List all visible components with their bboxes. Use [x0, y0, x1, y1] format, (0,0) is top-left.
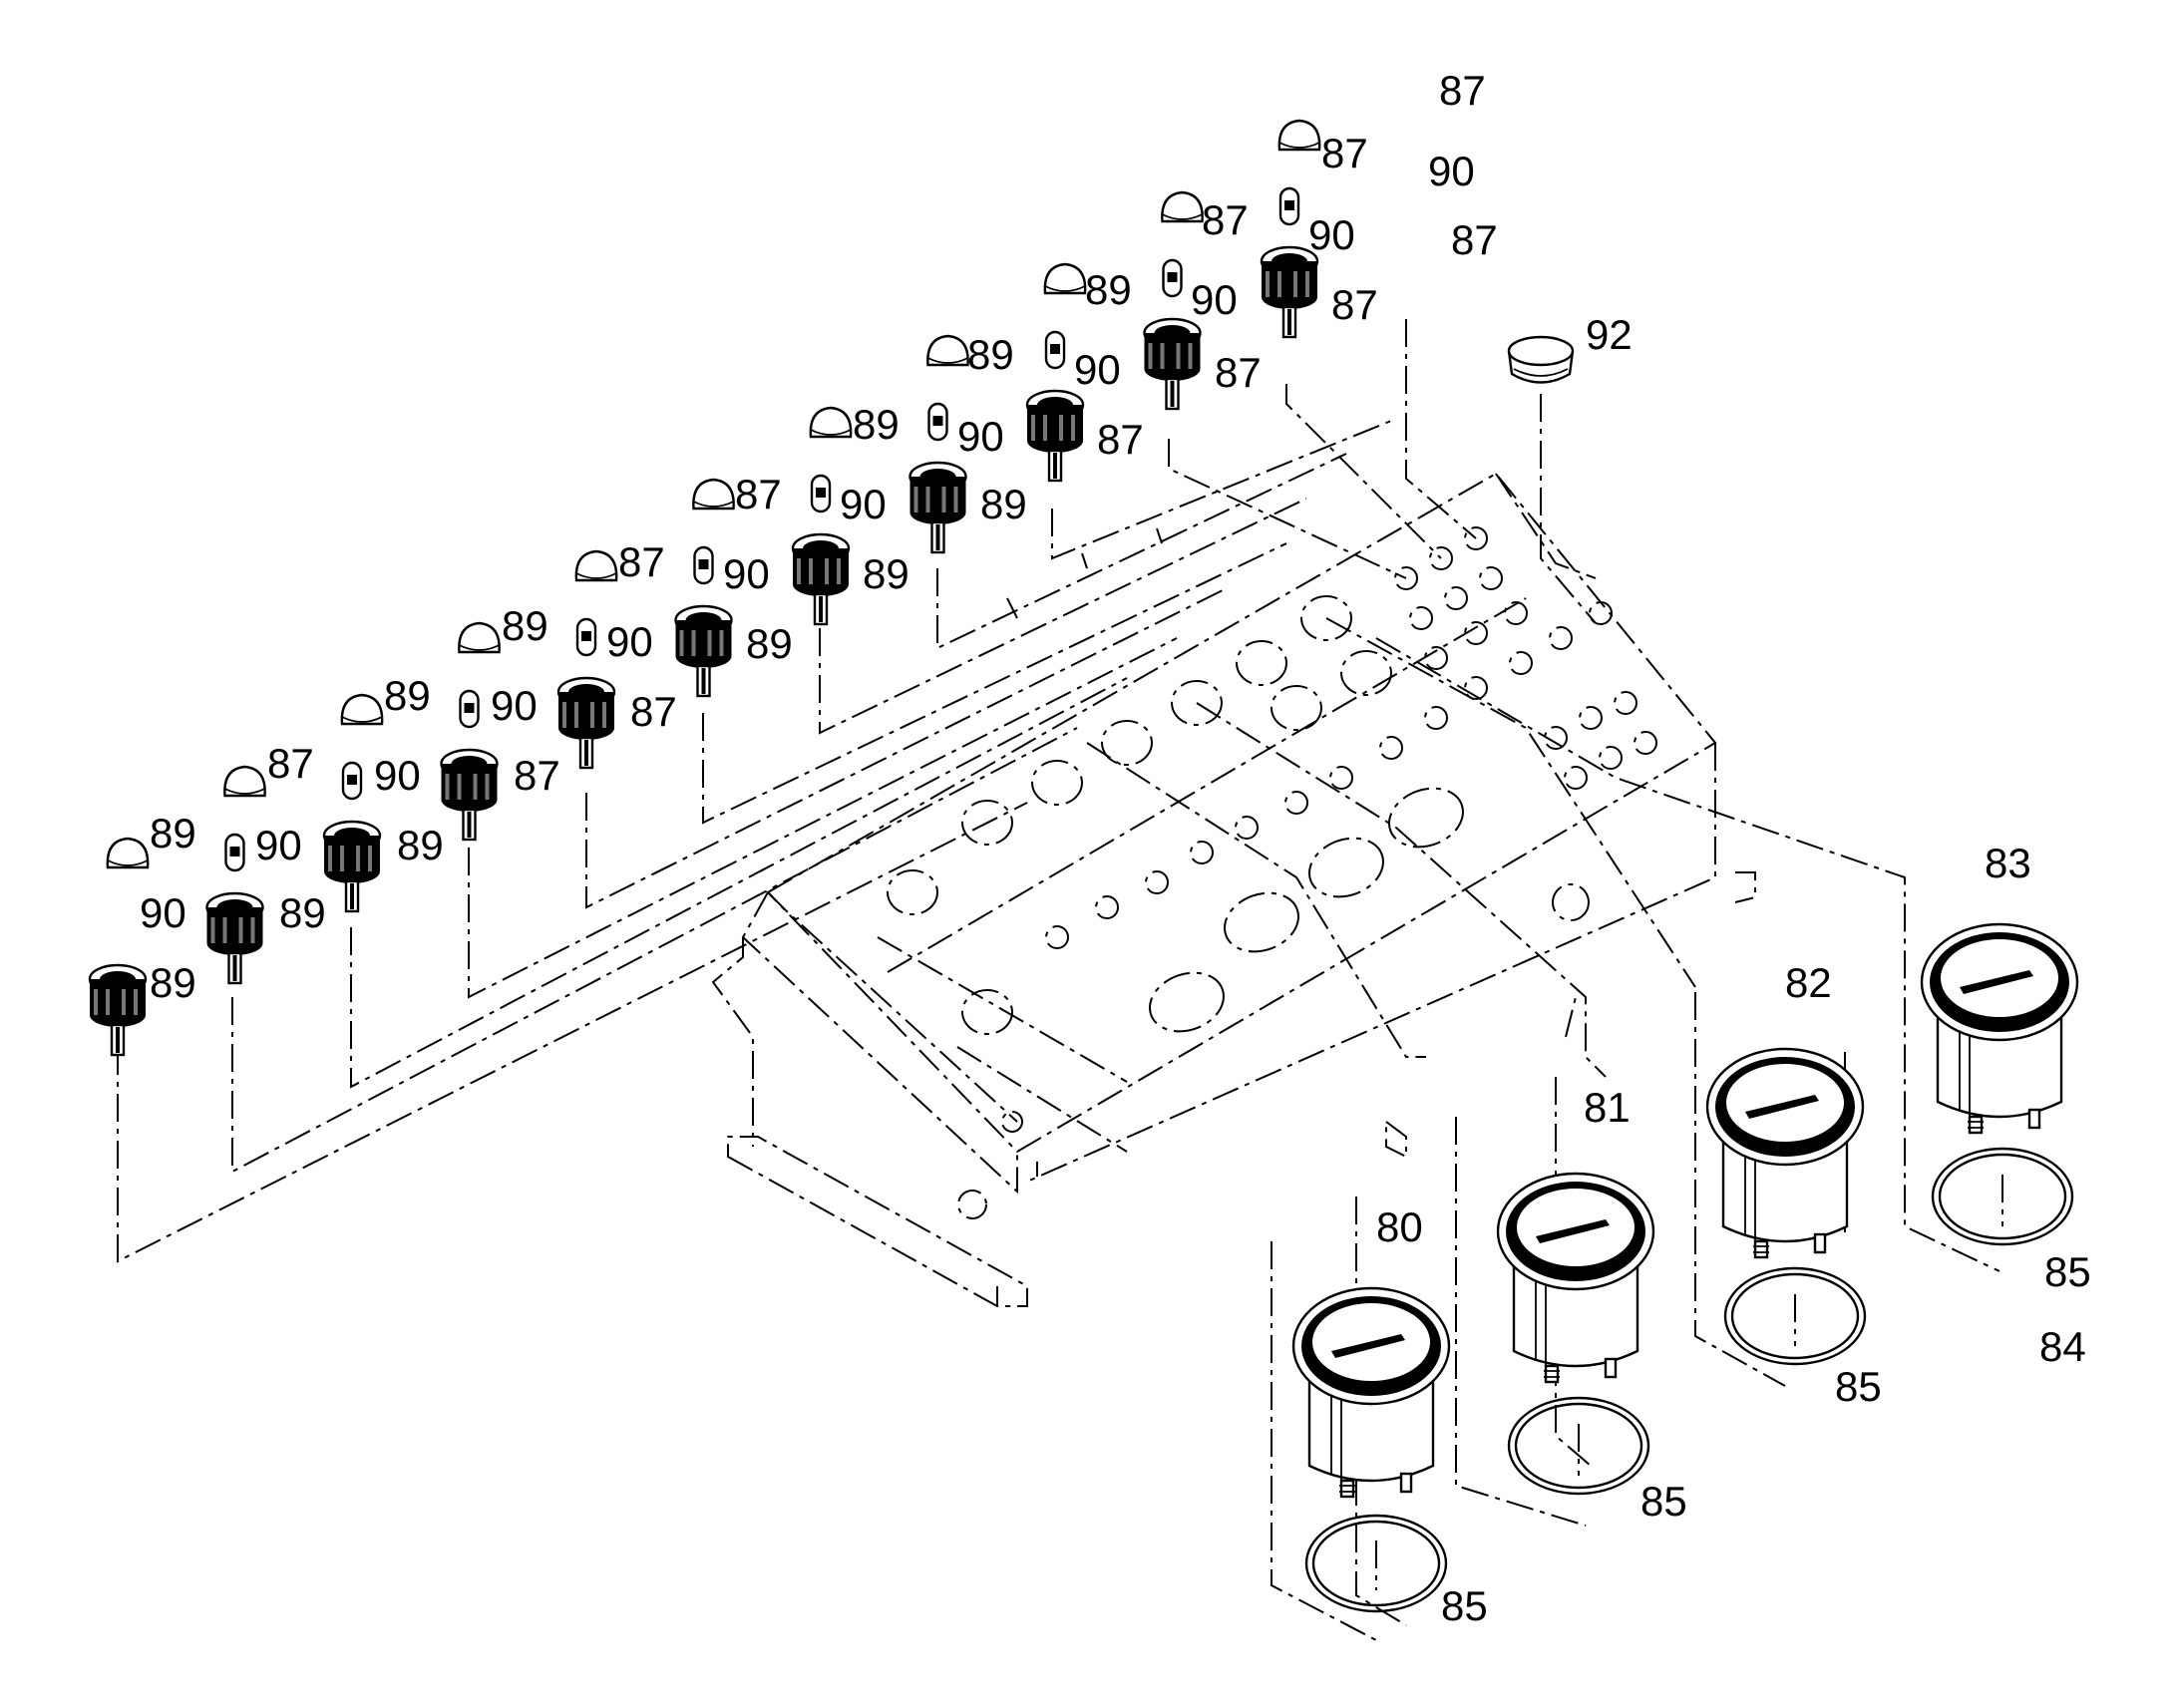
- bulb: [1278, 186, 1300, 226]
- callout-81: 81: [1584, 1084, 1631, 1131]
- socket: [674, 604, 733, 698]
- bulb: [224, 833, 245, 872]
- socket: [908, 461, 967, 554]
- callout-89: 89: [279, 889, 326, 936]
- indicator-sockets: [88, 245, 1319, 1057]
- socket: [440, 748, 499, 842]
- callout-89: 89: [746, 620, 793, 667]
- callout-90: 90: [1428, 148, 1475, 194]
- callout-80: 80: [1376, 1203, 1423, 1250]
- callout-84: 84: [2039, 1323, 2086, 1370]
- callout-90: 90: [1074, 346, 1121, 393]
- callout-82: 82: [1785, 959, 1832, 1006]
- bulb: [1044, 330, 1066, 370]
- bulb: [693, 545, 714, 585]
- panel-housing: [711, 472, 1756, 1307]
- callout-90: 90: [140, 889, 186, 936]
- gauge: [1496, 1172, 1655, 1384]
- callout-85: 85: [1441, 1582, 1488, 1629]
- callout-85: 85: [2044, 1248, 2091, 1295]
- cap: [223, 765, 266, 798]
- gauge: [1291, 1286, 1451, 1499]
- callout-85: 85: [1640, 1478, 1687, 1525]
- gauge: [1920, 922, 2079, 1135]
- callout-89: 89: [384, 672, 431, 719]
- socket: [1025, 389, 1085, 483]
- callout-90: 90: [491, 682, 538, 729]
- indicator-bulbs: [224, 186, 1300, 872]
- bulb: [575, 617, 597, 657]
- socket: [205, 891, 264, 985]
- callout-90: 90: [1308, 211, 1355, 258]
- socket: [791, 532, 851, 626]
- cap: [1043, 262, 1087, 295]
- bulb: [459, 689, 480, 729]
- cap: [926, 334, 969, 367]
- callout-89: 89: [150, 810, 196, 856]
- callout-89: 89: [150, 959, 196, 1006]
- cap: [809, 406, 853, 439]
- cap: [106, 837, 150, 869]
- socket: [1260, 245, 1319, 339]
- callout-83: 83: [1985, 840, 2031, 886]
- callout-87: 87: [1202, 196, 1249, 243]
- gauges: [1291, 922, 2079, 1499]
- bulb: [1162, 258, 1183, 298]
- callout-89: 89: [967, 331, 1014, 378]
- callout-90: 90: [723, 550, 770, 597]
- o-rings: [1304, 1147, 2074, 1613]
- cap: [692, 478, 735, 511]
- socket: [88, 963, 148, 1057]
- indicator-caps: [106, 119, 1321, 869]
- callout-87: 87: [1215, 349, 1262, 396]
- gauge: [1705, 1047, 1865, 1259]
- leader-lines: [117, 319, 2000, 1641]
- socket: [322, 820, 382, 913]
- callout-89: 89: [980, 481, 1027, 527]
- callout-90: 90: [840, 481, 887, 527]
- callout-87: 87: [1439, 67, 1486, 114]
- bulb: [810, 474, 832, 513]
- callout-90: 90: [374, 752, 421, 799]
- callout-90: 90: [957, 413, 1004, 460]
- cap: [458, 621, 501, 654]
- bulb: [341, 761, 363, 801]
- socket: [556, 676, 616, 770]
- callout-87: 87: [735, 471, 782, 517]
- cap: [574, 549, 618, 582]
- callout-89: 89: [397, 822, 444, 868]
- callout-89: 89: [502, 602, 548, 649]
- cap: [1277, 119, 1321, 152]
- callout-87: 87: [630, 688, 677, 735]
- callout-87: 87: [1321, 130, 1368, 176]
- callout-89: 89: [853, 401, 900, 448]
- callout-87: 87: [267, 740, 314, 787]
- callout-89: 89: [1085, 266, 1132, 313]
- callout-90: 90: [1191, 276, 1238, 323]
- callout-87: 87: [1331, 281, 1378, 328]
- cap: [1161, 190, 1204, 223]
- callout-87: 87: [1451, 216, 1498, 263]
- bulb: [927, 402, 948, 442]
- callout-87: 87: [618, 538, 665, 585]
- callout-92: 92: [1586, 311, 1633, 358]
- callout-89: 89: [863, 550, 909, 597]
- plug-92: [1507, 335, 1575, 384]
- socket: [1143, 317, 1202, 411]
- cap: [340, 693, 384, 726]
- callout-labels: 87 90 87 87 90 87 87 90 87 89 90 87 89 9…: [140, 67, 2091, 1629]
- callout-90: 90: [606, 618, 653, 665]
- callout-90: 90: [255, 822, 302, 868]
- callout-87: 87: [514, 752, 560, 799]
- callout-87: 87: [1097, 416, 1144, 463]
- callout-85: 85: [1835, 1363, 1882, 1410]
